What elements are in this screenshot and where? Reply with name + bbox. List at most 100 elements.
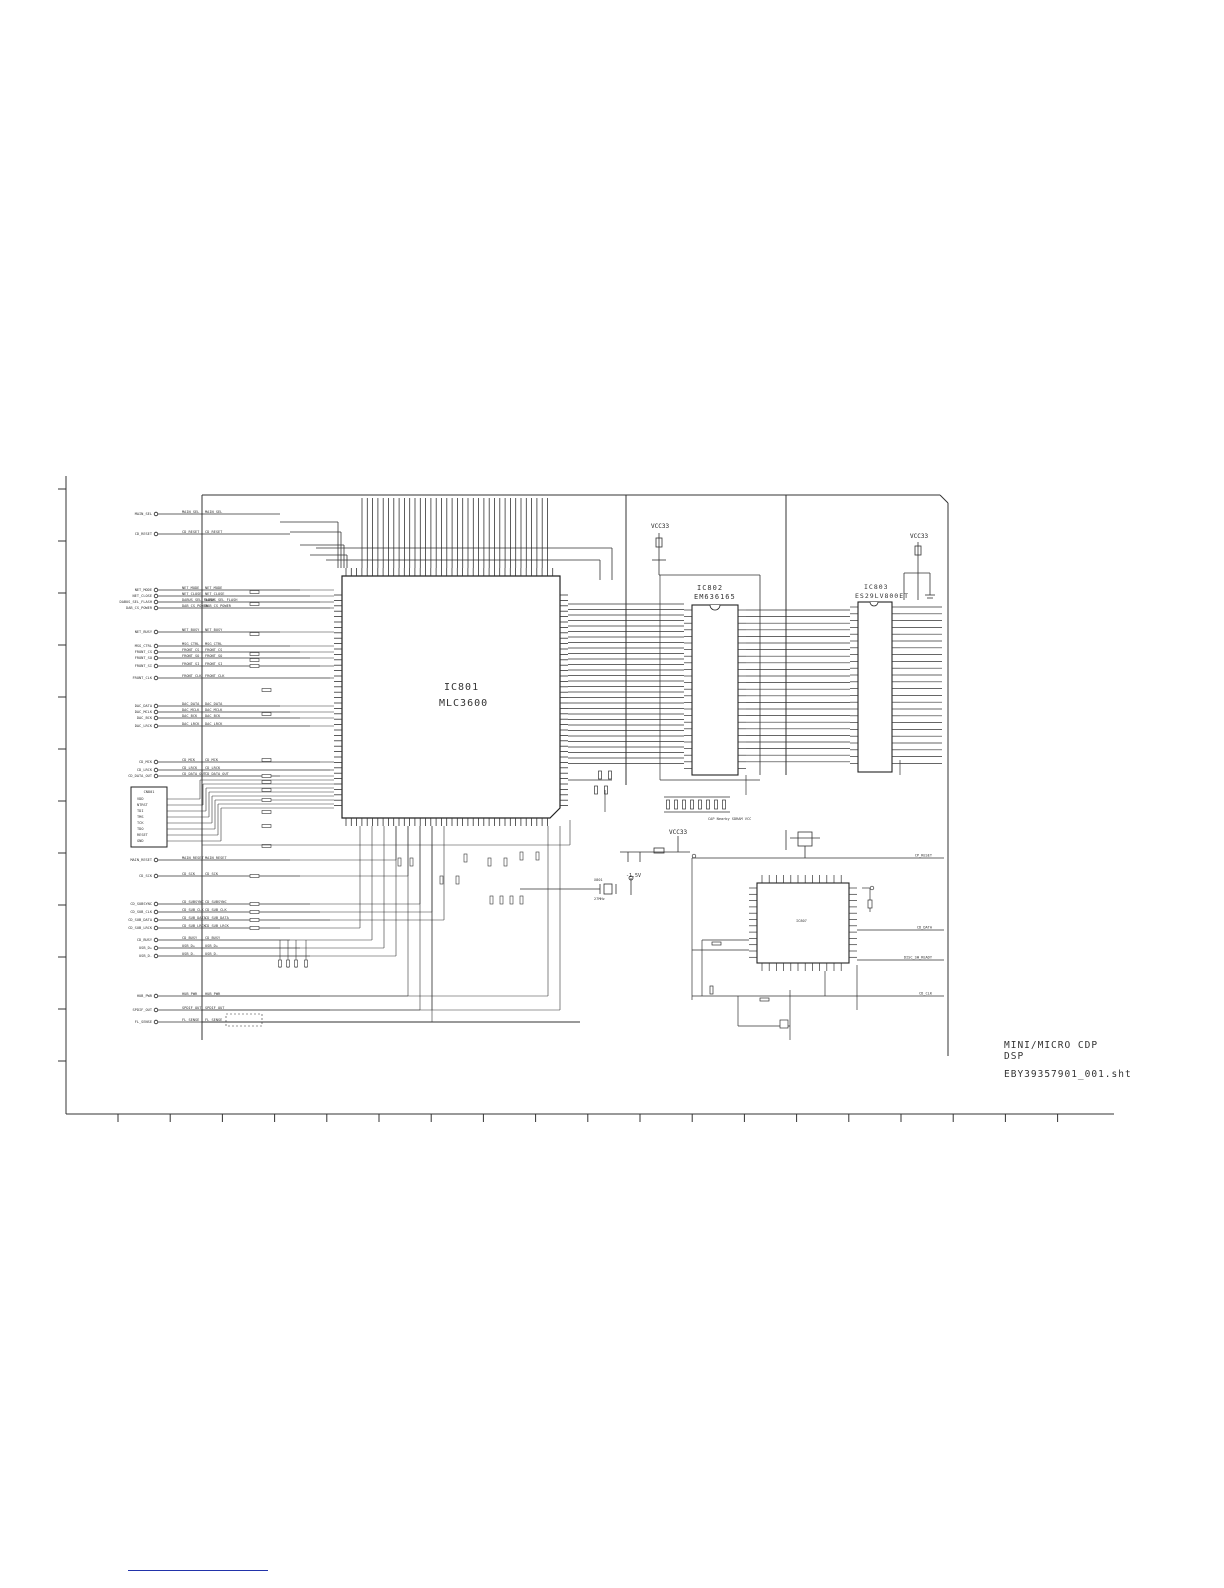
net-label: DAC_BCK xyxy=(182,714,198,718)
resistor xyxy=(261,798,272,802)
port-connector xyxy=(153,629,159,635)
net-label: DAC_BCK xyxy=(205,714,221,718)
capacitor xyxy=(519,895,524,905)
capacitor xyxy=(674,799,678,810)
ic807-ref: IC807 xyxy=(796,919,807,923)
capacitor xyxy=(463,853,468,863)
capacitor xyxy=(535,851,540,861)
net-label: DAC_MCLK xyxy=(182,708,200,712)
crystal-ref: X801 xyxy=(594,878,603,882)
net-label: HUB_PWR xyxy=(205,992,221,996)
bottom-link-rule xyxy=(128,1570,268,1571)
net-label: CD_RESET xyxy=(205,530,223,534)
port-connector xyxy=(153,925,159,931)
net-label: FRONT_SO xyxy=(205,654,222,658)
capacitor xyxy=(487,857,492,867)
capacitor xyxy=(690,799,694,810)
capacitor xyxy=(499,895,504,905)
net-label: CD_SCK xyxy=(182,872,196,876)
port-label: CD_SCK xyxy=(139,874,153,878)
port-label: FRONT_SI xyxy=(135,664,152,668)
net-label: CD_LRCK xyxy=(182,766,198,770)
resistor xyxy=(261,712,272,716)
port-label: HUB_PWR xyxy=(137,994,153,998)
net-label: CD_BUSY xyxy=(182,936,198,940)
port-connector xyxy=(153,655,159,661)
output-net-label: CD_DATA xyxy=(917,926,933,930)
net-label: CD_DATA_OUT xyxy=(182,772,207,776)
net-label: HUB_PWR xyxy=(182,992,198,996)
resistor xyxy=(249,664,260,668)
net-label: CD_MCK xyxy=(205,758,219,762)
resistor xyxy=(286,959,290,968)
jtag-pin-label: TCK xyxy=(137,821,144,825)
resistor xyxy=(249,632,260,636)
port-connector xyxy=(153,1007,159,1013)
net-label: FRONT_SI xyxy=(205,662,222,666)
net-label: DABUS_SEL_FLASH xyxy=(182,598,214,602)
left-ruler-ticks xyxy=(58,488,66,1062)
net-label: USB_D+ xyxy=(205,944,219,948)
ic803-chip: IC803 ES29LV800ET xyxy=(850,583,908,773)
net-label: SPDIF_OUT xyxy=(182,1006,202,1010)
passive-components xyxy=(202,589,571,1027)
ic801-part: MLC3600 xyxy=(439,698,488,709)
jtag-title: CN801 xyxy=(144,790,155,794)
port-label: CD_SUBSYNC xyxy=(130,902,152,906)
net-label: CD_DATA_OUT xyxy=(205,772,230,776)
port-label: FRONT_SO xyxy=(135,656,152,660)
net-label: USB_D+ xyxy=(182,944,196,948)
net-label: FRONT_SO xyxy=(182,654,199,658)
resistor xyxy=(867,899,873,909)
net-label: CD_SUB_DATA xyxy=(205,916,230,920)
test-point xyxy=(869,885,875,891)
net-label: NET_BUSY xyxy=(182,628,200,632)
jtag-pin-label: TDI xyxy=(137,809,144,813)
port-label: CD_SUB_CLK xyxy=(130,910,152,914)
port-label: USB_D+ xyxy=(139,946,153,950)
resistor xyxy=(249,918,260,922)
port-label: NET_MODE xyxy=(135,588,152,592)
port-connector xyxy=(153,767,159,773)
port-connector xyxy=(153,709,159,715)
capacitor xyxy=(455,875,460,885)
net-label: MSG_CTRL xyxy=(205,642,222,646)
port-label: FRONT_CS xyxy=(135,650,152,654)
port-connector xyxy=(153,531,159,537)
capacitor xyxy=(594,785,598,795)
capacitor xyxy=(714,799,718,810)
port-label: FRONT_CLK xyxy=(133,676,153,680)
port-label: DAB_CS_POWER xyxy=(126,606,153,610)
port-connector xyxy=(153,649,159,655)
bottom-ruler-ticks xyxy=(117,1114,1059,1122)
net-label: NET_BUSY xyxy=(205,628,223,632)
capacitor xyxy=(503,857,508,867)
port-connector xyxy=(153,675,159,681)
port-connector xyxy=(153,1019,159,1025)
ic801-chip: IC801 MLC3600 xyxy=(334,568,568,826)
resistor xyxy=(249,910,260,914)
output-net-label: CD_CLK xyxy=(919,992,933,996)
resistor xyxy=(304,959,308,968)
resistor xyxy=(261,780,272,784)
capacitor xyxy=(682,799,686,810)
resistor xyxy=(261,688,272,692)
port-label: MAIN_SEL xyxy=(135,512,152,516)
neg-supply-label: -1.5V xyxy=(626,873,641,879)
port-label: CD_SUB_DATA xyxy=(128,918,153,922)
top-bus-lines xyxy=(280,498,613,580)
port-connector xyxy=(153,909,159,915)
port-connector xyxy=(153,901,159,907)
net-label: CD_BUSY xyxy=(205,936,221,940)
output-net-label: CP_RESET xyxy=(915,854,933,858)
net-label: CD_SUB_DATA xyxy=(182,916,207,920)
net-label: DAB_CS_POWER xyxy=(182,604,209,608)
title-line-2: DSP xyxy=(1004,1051,1025,1062)
capacitor xyxy=(722,799,726,810)
port-connector xyxy=(153,857,159,863)
crystal-x801 xyxy=(520,883,617,895)
vcc33-label-b: VCC33 xyxy=(910,533,928,540)
resistor xyxy=(249,652,260,656)
port-connector xyxy=(153,663,159,669)
net-label: CD_SCK xyxy=(205,872,219,876)
